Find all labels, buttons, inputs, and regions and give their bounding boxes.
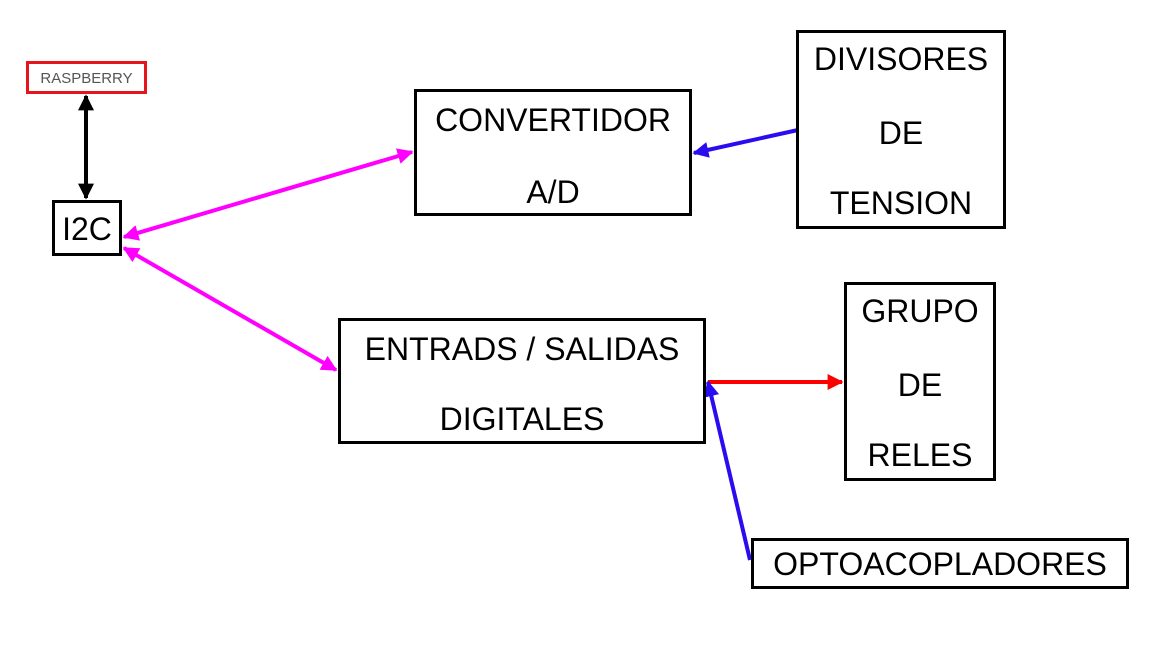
node-divisores-line-3: TENSION	[829, 185, 973, 221]
node-convertidor-line-1: CONVERTIDOR	[435, 102, 671, 138]
edge-i2c-convertidor	[122, 148, 414, 241]
node-grupo-line-3: RELES	[867, 437, 973, 473]
node-divisores-line-2: DE	[878, 115, 924, 151]
node-entradas-line-1: ENTRADS / SALIDAS	[364, 331, 680, 367]
node-divisores-line-1: DIVISORES	[813, 41, 989, 77]
node-grupo-line-2: DE	[897, 367, 943, 403]
node-convertidor: CONVERTIDOR A/D	[414, 89, 692, 216]
node-entradas-line-2: DIGITALES	[439, 401, 605, 437]
node-raspberry: RASPBERRY	[26, 61, 147, 94]
edge-i2c-entradas	[122, 246, 338, 372]
node-divisores: DIVISORES DE TENSION	[796, 30, 1006, 229]
edge-opto-entradas	[703, 380, 752, 561]
node-i2c-label: I2C	[62, 211, 112, 247]
node-grupo: GRUPO DE RELES	[844, 282, 996, 481]
node-opto: OPTOACOPLADORES	[751, 538, 1129, 589]
node-convertidor-line-2: A/D	[526, 174, 580, 210]
node-entradas: ENTRADS / SALIDAS DIGITALES	[338, 318, 706, 444]
node-raspberry-label: RASPBERRY	[40, 70, 133, 87]
node-i2c: I2C	[52, 200, 122, 256]
node-grupo-line-1: GRUPO	[861, 293, 979, 329]
node-opto-label: OPTOACOPLADORES	[773, 546, 1107, 582]
edge-divisores-convertidor	[692, 128, 799, 158]
